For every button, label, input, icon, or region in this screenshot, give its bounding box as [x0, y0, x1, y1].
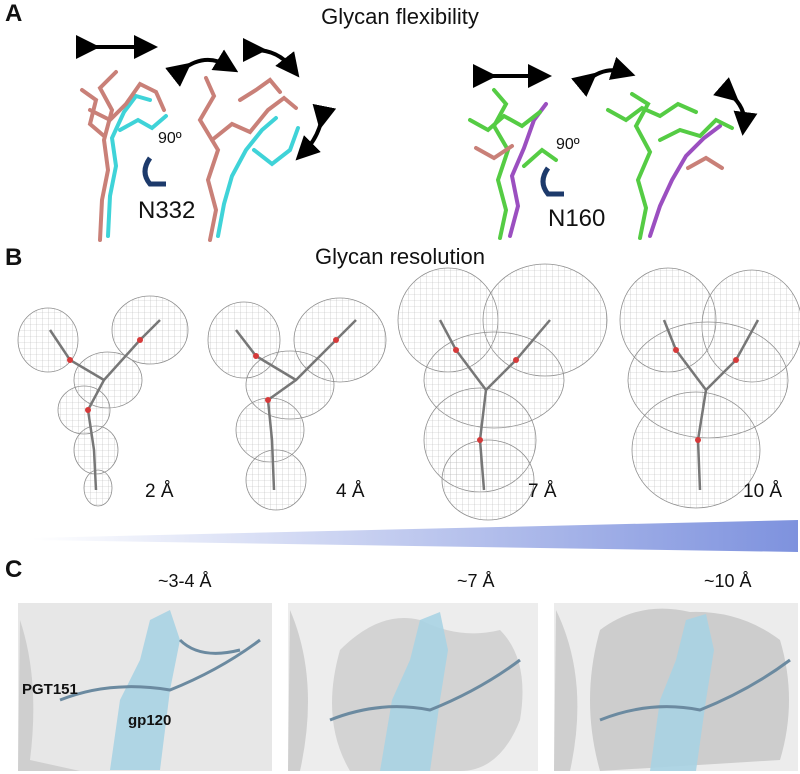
glycan-n332-side: [80, 70, 168, 242]
panel-letter-a: A: [5, 0, 23, 27]
resolution-label-c-7a: ~7 Å: [457, 571, 495, 591]
glycan-n160-rotated: [606, 92, 734, 240]
label-pgt151: PGT151: [22, 681, 78, 698]
curved-arrow-icon: [295, 103, 337, 161]
resolution-label-2a: 2 Å: [145, 481, 174, 502]
flexibility-arrows: [76, 35, 758, 161]
density-mesh-4a: [207, 297, 387, 511]
resolution-gradient: [32, 520, 798, 552]
glycan-label-n332: N332: [138, 197, 196, 224]
rotation-label-n332: 90º: [158, 130, 182, 147]
density-mesh-10a: [619, 267, 800, 509]
resolution-label-c-10a: ~10 Å: [704, 571, 752, 591]
curved-arrow-icon: [713, 77, 758, 136]
panel-a-title: Glycan flexibility: [321, 4, 479, 29]
resolution-label-7a: 7 Å: [528, 481, 557, 502]
oxygen-atoms: [67, 337, 739, 443]
resolution-label-4a: 4 Å: [336, 481, 365, 502]
curved-arrow-icon: [165, 49, 239, 87]
panel-c-image-2: [288, 603, 538, 771]
resolution-label-10a: 10 Å: [743, 481, 783, 502]
glycan-label-n160: N160: [548, 205, 606, 232]
panel-letter-c: C: [5, 556, 23, 583]
glycan-n160-side: [468, 88, 558, 240]
panel-b-title: Glycan resolution: [315, 244, 485, 269]
curved-arrow-icon: [242, 37, 300, 78]
rotation-label-n160: 90º: [556, 136, 580, 153]
resolution-label-3-4a: ~3-4 Å: [158, 571, 212, 591]
panel-c-image-3: [554, 603, 798, 771]
density-mesh-2a: [17, 295, 189, 507]
panel-c-image-1: [18, 603, 272, 771]
glycan-n332-rotated: [197, 76, 300, 242]
density-mesh-7a: [397, 263, 608, 521]
label-gp120: gp120: [128, 712, 172, 729]
panel-letter-b: B: [5, 244, 23, 271]
curved-arrow-icon: [571, 56, 636, 97]
rotation-icon: [142, 156, 564, 197]
